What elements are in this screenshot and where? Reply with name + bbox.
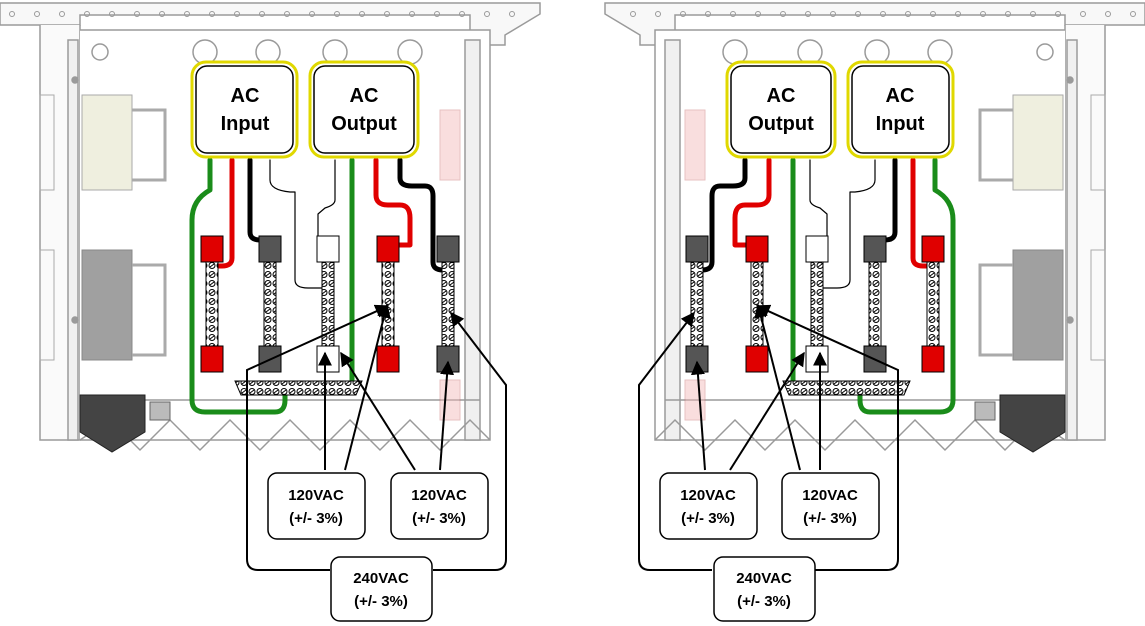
input-hot-wire bbox=[212, 157, 235, 269]
bus-bar-neutral-1 bbox=[863, 235, 887, 373]
svg-text:120VAC: 120VAC bbox=[411, 487, 467, 504]
callout-240vac: 240VAC (+/- 3%) bbox=[330, 556, 433, 622]
output-neutral-wire bbox=[690, 157, 748, 273]
bus-bar-hot-input bbox=[921, 235, 945, 373]
callout-240vac: 240VAC (+/- 3%) bbox=[713, 556, 816, 622]
ground-bus-bar bbox=[234, 380, 363, 396]
arrow bbox=[340, 351, 416, 471]
svg-text:(+/- 3%): (+/- 3%) bbox=[412, 510, 466, 527]
svg-text:120VAC: 120VAC bbox=[680, 487, 736, 504]
ac-input-label-line1: AC bbox=[886, 85, 915, 107]
ac-output-label-line2: Output bbox=[331, 113, 397, 135]
ground-bus-bar bbox=[782, 380, 911, 396]
breaker-lower bbox=[39, 249, 167, 361]
svg-text:(+/- 3%): (+/- 3%) bbox=[737, 593, 791, 610]
arrow bbox=[690, 360, 706, 471]
bus-bar-hot-output bbox=[376, 235, 400, 373]
ground-wire bbox=[189, 157, 288, 415]
panel-right: AC Output AC Input 120VAC (+/- 3%) 120VA… bbox=[604, 2, 1145, 622]
callout-120vac-left: 120VAC (+/- 3%) bbox=[659, 472, 758, 540]
svg-text:120VAC: 120VAC bbox=[802, 487, 858, 504]
svg-text:(+/- 3%): (+/- 3%) bbox=[289, 510, 343, 527]
panel-left: AC Input AC Output 120VAC (+/- 3%) 120VA… bbox=[0, 2, 541, 622]
terminal-lug bbox=[974, 394, 1066, 453]
ground-wire bbox=[857, 157, 956, 415]
ac-input-box: AC Input bbox=[846, 60, 955, 159]
bus-bars bbox=[685, 235, 945, 396]
arrow bbox=[754, 303, 801, 471]
arrow bbox=[344, 303, 391, 471]
output-hot-wire bbox=[732, 157, 772, 248]
terminal-lug bbox=[79, 394, 171, 453]
ac-input-label-line2: Input bbox=[876, 113, 925, 135]
breaker-upper bbox=[39, 94, 167, 191]
ac-input-label-line1: AC bbox=[231, 85, 260, 107]
ac-output-box: AC Output bbox=[308, 60, 420, 159]
arrow bbox=[638, 311, 712, 571]
input-neutral-white-wire bbox=[269, 159, 326, 289]
measurement-arrows bbox=[638, 303, 899, 571]
svg-text:(+/- 3%): (+/- 3%) bbox=[681, 510, 735, 527]
svg-text:(+/- 3%): (+/- 3%) bbox=[354, 593, 408, 610]
arrow bbox=[439, 360, 455, 471]
arrow bbox=[729, 351, 805, 471]
output-neutral-wire bbox=[397, 157, 455, 273]
ac-output-label-line2: Output bbox=[748, 113, 814, 135]
svg-text:240VAC: 240VAC bbox=[736, 570, 792, 587]
ac-input-box: AC Input bbox=[190, 60, 299, 159]
mounting-holes-row bbox=[9, 11, 515, 17]
breaker-lower bbox=[978, 249, 1106, 361]
input-hot-wire bbox=[910, 157, 933, 269]
output-neutral-white-wire bbox=[317, 159, 336, 249]
callout-120vac-right: 120VAC (+/- 3%) bbox=[390, 472, 489, 540]
ac-input-label-line2: Input bbox=[221, 113, 270, 135]
callout-120vac-right: 120VAC (+/- 3%) bbox=[781, 472, 880, 540]
svg-text:(+/- 3%): (+/- 3%) bbox=[803, 510, 857, 527]
bus-bar-hot-input bbox=[200, 235, 224, 373]
arrow bbox=[755, 304, 899, 571]
input-neutral-white-wire bbox=[819, 159, 876, 289]
ac-output-label-line1: AC bbox=[350, 85, 379, 107]
breaker-upper bbox=[978, 94, 1106, 191]
mounting-holes-row bbox=[630, 11, 1136, 17]
arrow bbox=[433, 311, 507, 571]
ac-output-label-line1: AC bbox=[767, 85, 796, 107]
output-hot-wire bbox=[373, 157, 413, 248]
svg-text:120VAC: 120VAC bbox=[288, 487, 344, 504]
arrow bbox=[246, 304, 390, 571]
callout-120vac-left: 120VAC (+/- 3%) bbox=[267, 472, 366, 540]
measurement-arrows bbox=[246, 303, 507, 571]
svg-text:240VAC: 240VAC bbox=[353, 570, 409, 587]
ac-output-box: AC Output bbox=[725, 60, 837, 159]
output-neutral-white-wire bbox=[809, 159, 828, 249]
